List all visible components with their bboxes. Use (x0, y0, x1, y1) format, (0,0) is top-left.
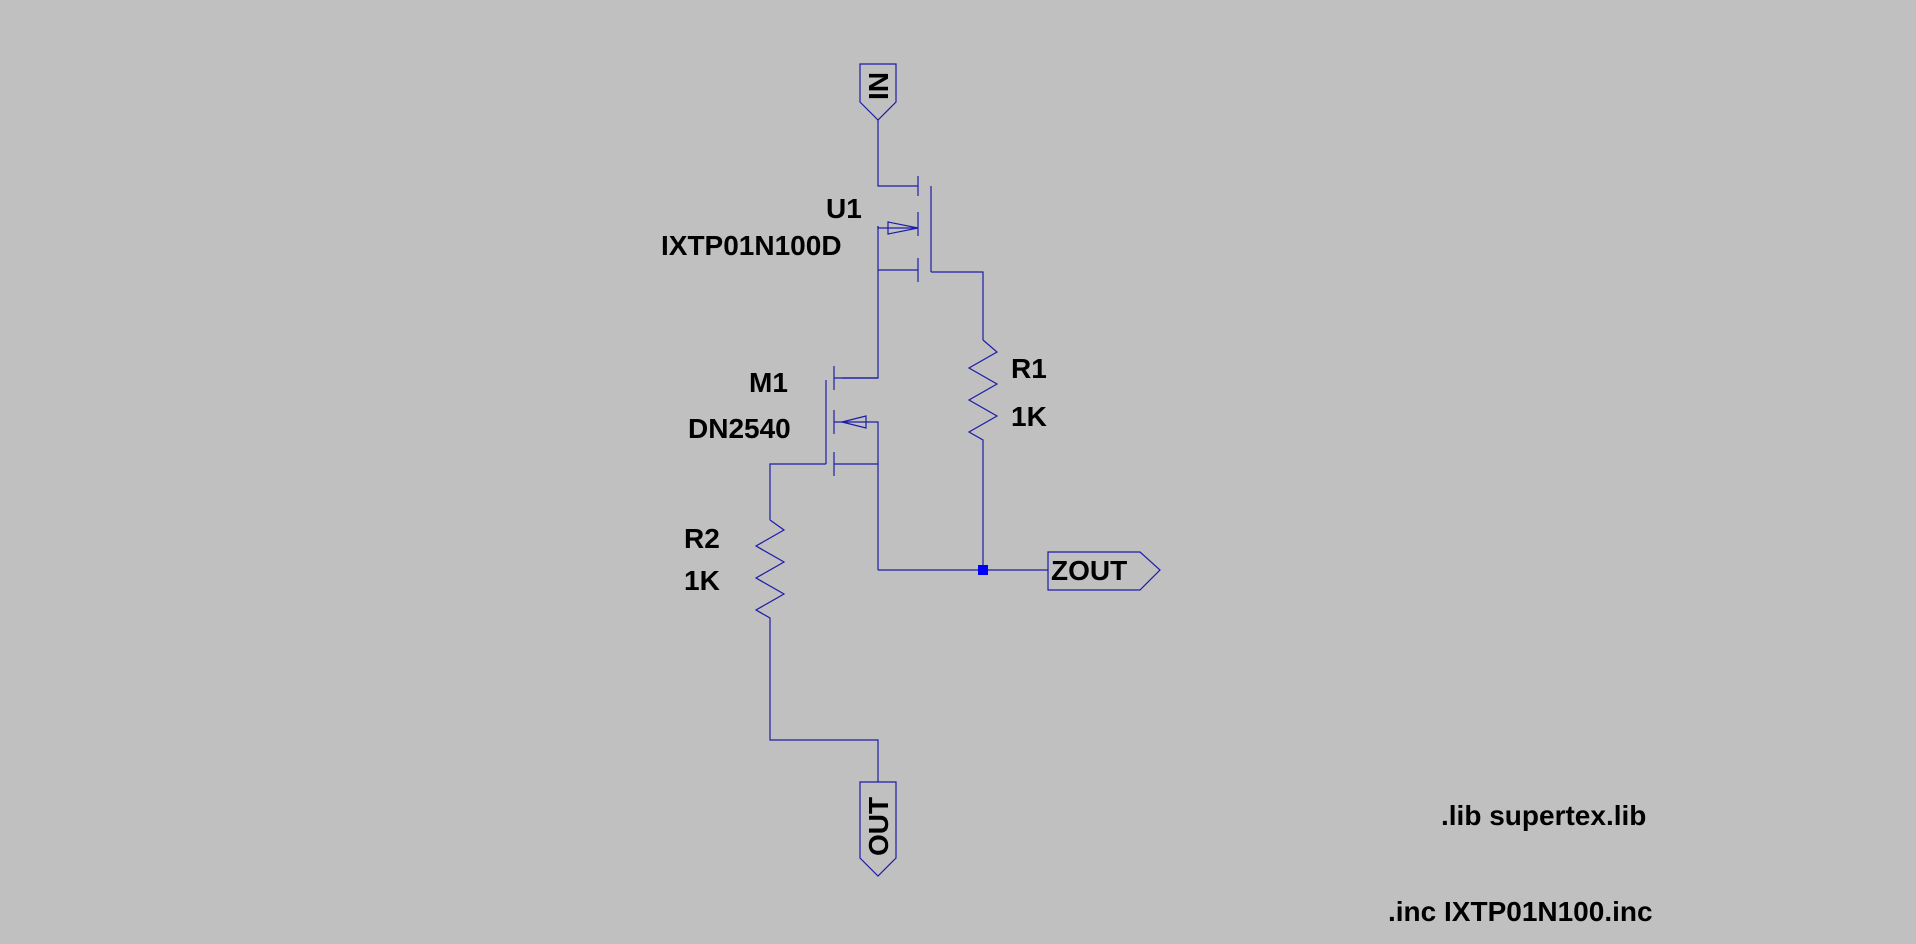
net-label-in-text: IN (863, 72, 894, 100)
r2-ref: R2 (684, 523, 720, 554)
r1-ref: R1 (1011, 353, 1047, 384)
mosfet-m1[interactable] (769, 366, 879, 570)
net-label-in[interactable]: IN (859, 63, 897, 121)
wire-u1-to-m1 (842, 226, 879, 379)
u1-value: IXTP01N100D (661, 230, 842, 261)
resistor-r2[interactable] (754, 519, 879, 782)
m1-value: DN2540 (688, 413, 791, 444)
net-label-zout-text: ZOUT (1051, 555, 1127, 586)
r1-value: 1K (1011, 401, 1047, 432)
net-label-out[interactable]: OUT (859, 781, 897, 877)
u1-ref: U1 (826, 193, 862, 224)
net-label-zout[interactable]: ZOUT (1047, 551, 1161, 591)
r2-value: 1K (684, 565, 720, 596)
junction-dot (978, 565, 988, 575)
m1-ref: M1 (749, 367, 788, 398)
wire-in-to-u1-gate (877, 120, 918, 187)
net-label-out-text: OUT (863, 797, 894, 856)
spice-directive-lib[interactable]: .lib supertex.lib (1441, 800, 1646, 831)
mosfet-u1[interactable] (877, 176, 984, 340)
resistor-r1[interactable] (967, 339, 999, 570)
spice-directive-inc[interactable]: .inc IXTP01N100.inc (1388, 896, 1653, 927)
